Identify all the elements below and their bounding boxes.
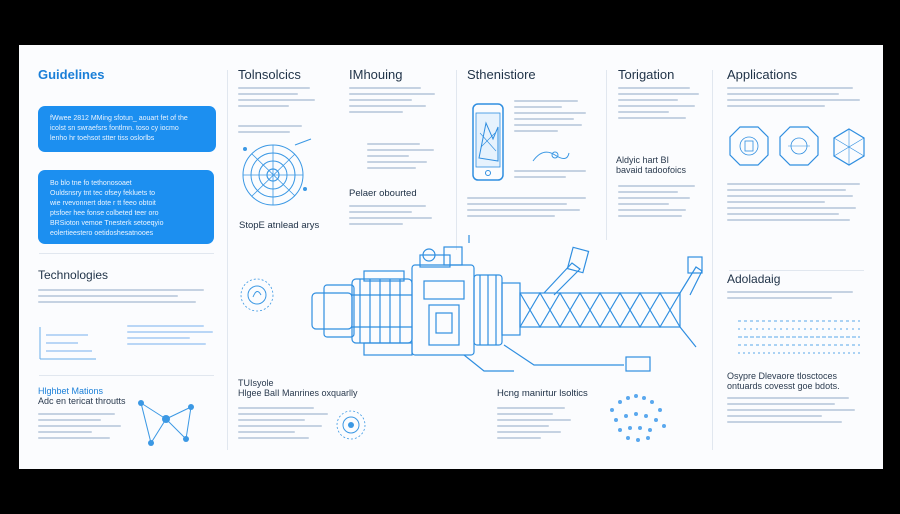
text-lines: [618, 185, 703, 221]
divider: [39, 253, 214, 254]
guidelines-box-line: wie rvevonnert dote r tt feeo obtoit: [50, 200, 156, 207]
target-icon: [240, 278, 274, 312]
text-lines: [727, 183, 867, 225]
torigation-heading: Torigation: [618, 67, 675, 82]
higher-caption-line: Adc en tericat throutts: [38, 396, 126, 406]
text-lines: [238, 125, 318, 137]
bar-graph-icon: [39, 327, 96, 360]
divider: [227, 70, 228, 450]
gyro-icon: [336, 410, 366, 440]
text-lines: [727, 397, 862, 427]
guidelines-box-line: icolst sn swraefsrs fontlmn. toso cy ioc…: [50, 125, 179, 132]
guidelines-box-line: ptsfoer hee fonse colbeted teer oro: [50, 210, 159, 217]
text-lines: [467, 197, 592, 221]
guidelines-box-line: fWwee 2812 MMing sfotun_ aouart fet of t…: [50, 115, 188, 122]
divider: [729, 270, 864, 271]
heme-caption: TUIsyole Hlgee BalI Manrines oxquarlly: [238, 378, 358, 398]
technologies-heading: Technologies: [38, 268, 109, 282]
divider: [39, 375, 214, 376]
text-lines: [618, 87, 703, 123]
guidelines-box-line: lenho hr toehsot stter tiss oslorlbs: [50, 135, 155, 142]
adoladaig-heading: Adoladaig: [727, 272, 781, 286]
text-lines: [38, 413, 128, 443]
text-lines: [514, 100, 594, 136]
heme-caption-line: TUIsyole: [238, 378, 274, 388]
guidelines-box-line: BRSioton vemoe Tnesterk setoeqyio: [50, 220, 164, 227]
guidelines-box-line: Ouldsnsry tnt tec ofsey fekluets to: [50, 190, 156, 197]
phone-map-icon: [472, 103, 504, 181]
text-lines: [349, 205, 439, 229]
sthenistiore-heading: Sthenistiore: [467, 67, 536, 82]
text-lines: [727, 87, 867, 111]
satellite-icon: [311, 235, 703, 372]
torigation-caption: Aldyic hart BI bavaid tadoofoics: [616, 155, 686, 175]
text-lines: [238, 87, 323, 111]
applications-heading: Applications: [727, 67, 798, 82]
sensor-icon: [532, 151, 570, 162]
guidelines-info-box: fWwee 2812 MMing sfotun_ aouart fet of t…: [38, 106, 216, 152]
radar-icon: [242, 138, 312, 206]
imhouing-heading: IMhouing: [349, 67, 403, 82]
tolnsolcics-caption: StopE atnlead arys: [239, 220, 320, 231]
torigation-caption-line: Aldyic hart BI: [616, 155, 670, 165]
data-grid-icon: [738, 320, 860, 354]
text-lines: [497, 407, 577, 443]
network-node-icon: [138, 400, 194, 446]
guidelines-detail-box: Bo blo tne fo tethonosoaet Ouldsnsry tnt…: [38, 170, 214, 244]
hcng-caption: Hcng manirtur lsoltics: [497, 388, 588, 399]
text-lines: [38, 289, 213, 307]
text-lines: [514, 170, 594, 182]
osypre-caption: Osypre Dlevaore tlosctoces ontuards cove…: [727, 371, 840, 391]
torigation-caption-line: bavaid tadoofoics: [616, 165, 687, 175]
text-lines: [238, 407, 333, 443]
text-lines: [367, 143, 437, 173]
imhouing-caption: Pelaer obourted: [349, 188, 417, 199]
osypre-caption-line: ontuards covesst goe bdots.: [727, 381, 840, 391]
divider: [712, 70, 713, 450]
tolnsolcics-heading: Tolnsolcics: [238, 67, 301, 82]
osypre-caption-line: Osypre Dlevaore tlosctoces: [727, 371, 838, 381]
octagon-icon: [729, 126, 865, 166]
heme-caption-line: Hlgee BalI Manrines oxquarlly: [238, 388, 358, 398]
guidelines-box-line: eolertieestero oetidoshesatnooes: [50, 230, 154, 237]
guidelines-heading: Guidelines: [38, 67, 105, 82]
higher-caption: Hlghbet Mations Adc en tericat throutts: [38, 386, 126, 406]
divider: [606, 70, 607, 240]
higher-caption-line: Hlghbet Mations: [38, 386, 104, 396]
text-lines: [349, 87, 439, 117]
infographic-board: Guidelines Tolnsolcics IMhouing Sthenist…: [19, 45, 883, 469]
text-lines: [127, 325, 217, 349]
dot-matrix-icon: [610, 394, 666, 442]
divider: [456, 70, 457, 250]
text-lines: [727, 291, 867, 303]
guidelines-box-line: Bo blo tne fo tethonosoaet: [50, 180, 132, 187]
